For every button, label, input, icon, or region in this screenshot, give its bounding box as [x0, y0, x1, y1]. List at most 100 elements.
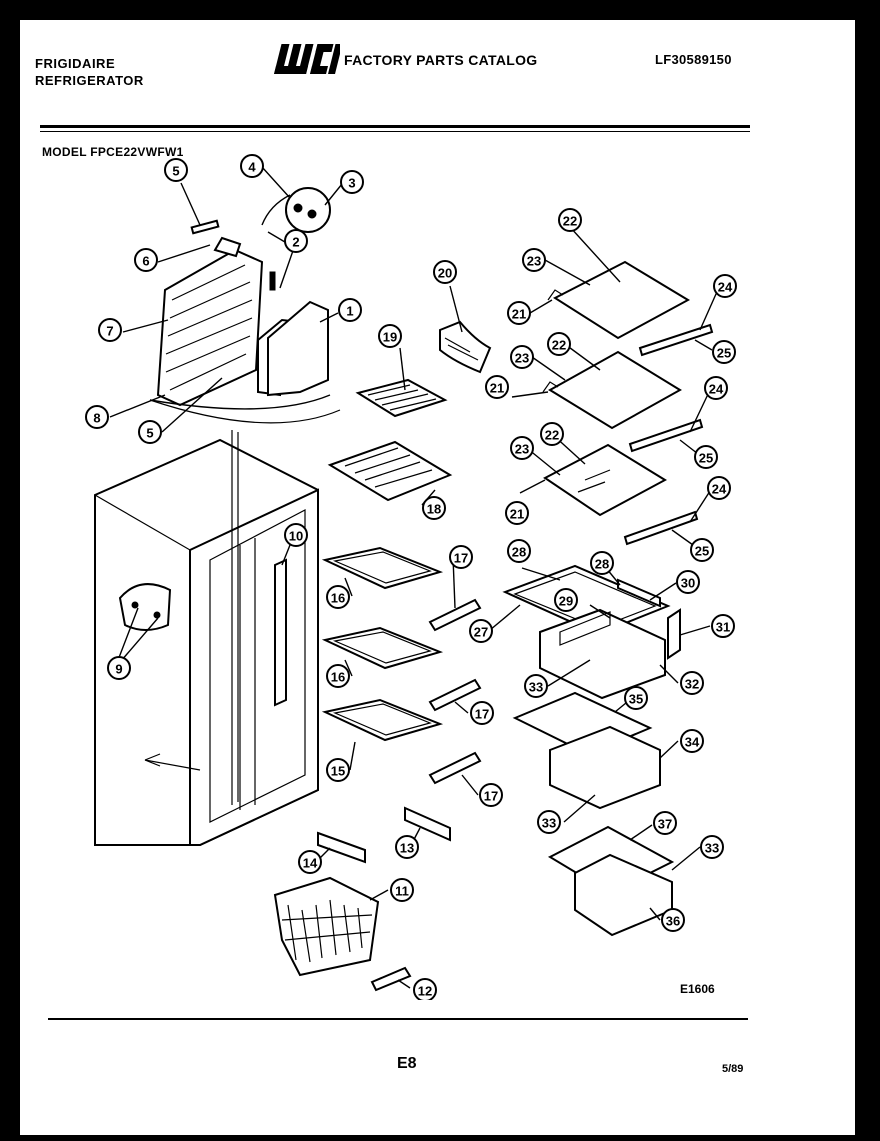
callout-label: 22	[563, 214, 577, 229]
callout-label: 31	[716, 620, 730, 635]
callout-c14: 14	[298, 850, 322, 874]
callout-c31: 31	[711, 614, 735, 638]
callout-label: 5	[146, 426, 153, 441]
callout-label: 30	[681, 576, 695, 591]
footer-rule	[48, 1018, 748, 1020]
callout-label: 23	[515, 442, 529, 457]
callout-c28a: 28	[507, 539, 531, 563]
callout-c33b: 33	[537, 810, 561, 834]
callout-c22c: 22	[540, 422, 564, 446]
callout-label: 35	[629, 692, 643, 707]
callout-label: 21	[512, 307, 526, 322]
callout-label: 28	[512, 545, 526, 560]
callout-label: 6	[142, 254, 149, 269]
callout-c21a: 21	[507, 301, 531, 325]
callout-label: 28	[595, 557, 609, 572]
callout-c15: 15	[326, 758, 350, 782]
callout-c9: 9	[107, 656, 131, 680]
callout-label: 2	[292, 235, 299, 250]
fresh-food-shelves	[542, 260, 714, 546]
callout-c18: 18	[422, 496, 446, 520]
evaporator-cover-assembly	[149, 187, 341, 424]
callout-label: 22	[552, 338, 566, 353]
freezer-parts	[273, 320, 492, 992]
callout-c33a: 33	[524, 674, 548, 698]
header-rule	[40, 125, 750, 128]
callout-label: 23	[515, 351, 529, 366]
callout-c21c: 21	[505, 501, 529, 525]
callout-c20: 20	[433, 260, 457, 284]
brand-name: FRIGIDAIRE	[35, 56, 116, 71]
callout-c25c: 25	[690, 538, 714, 562]
callout-c30: 30	[676, 570, 700, 594]
callout-label: 21	[510, 507, 524, 522]
callout-c24b: 24	[704, 376, 728, 400]
callout-label: 4	[248, 160, 256, 175]
callout-c1: 1	[338, 298, 362, 322]
callout-c5a: 5	[164, 158, 188, 182]
callout-label: 3	[348, 176, 355, 191]
callout-c27: 27	[469, 619, 493, 643]
callout-c24a: 24	[713, 274, 737, 298]
callout-label: 1	[346, 304, 353, 319]
crisper-drawers	[502, 564, 681, 937]
callout-c16b: 16	[326, 664, 350, 688]
exploded-parts-diagram: 5432617852019182223212425222321242522232…	[85, 154, 737, 1000]
wci-logo	[274, 44, 340, 74]
callout-c8: 8	[85, 405, 109, 429]
callout-label: 21	[490, 381, 504, 396]
callout-c23b: 23	[510, 345, 534, 369]
callout-c10: 10	[284, 523, 308, 547]
callout-c19: 19	[378, 324, 402, 348]
catalog-date: 5/89	[722, 1063, 744, 1075]
callout-c5b: 5	[138, 420, 162, 444]
callout-c2: 2	[284, 229, 308, 253]
callout-label: 37	[658, 817, 672, 832]
callout-c23c: 23	[510, 436, 534, 460]
callout-label: 33	[705, 841, 719, 856]
callout-c17b: 17	[470, 701, 494, 725]
callout-label: 20	[438, 266, 452, 281]
callout-label: 8	[93, 411, 100, 426]
figure-reference: E1606	[680, 982, 715, 996]
callout-label: 36	[666, 914, 680, 929]
callout-label: 22	[545, 428, 559, 443]
catalog-title: FACTORY PARTS CATALOG	[344, 52, 538, 68]
callout-c6: 6	[134, 248, 158, 272]
callout-c7: 7	[98, 318, 122, 342]
callout-label: 17	[475, 707, 489, 722]
callout-c16a: 16	[326, 585, 350, 609]
callout-c33c: 33	[700, 835, 724, 859]
catalog-number: LF30589150	[655, 52, 732, 67]
callout-label: 9	[115, 662, 122, 677]
callout-c17c: 17	[479, 783, 503, 807]
callout-label: 16	[331, 591, 345, 606]
callout-label: 33	[529, 680, 543, 695]
callout-label: 17	[454, 551, 468, 566]
callout-c11: 11	[390, 878, 414, 902]
callout-label: 19	[383, 330, 397, 345]
callout-label: 10	[289, 529, 303, 544]
leader-lines	[109, 166, 721, 989]
callout-c28b: 28	[590, 551, 614, 575]
callout-label: 18	[427, 502, 441, 517]
callout-c13: 13	[395, 835, 419, 859]
callout-c3: 3	[340, 170, 364, 194]
callout-label: 33	[542, 816, 556, 831]
callout-label: 23	[527, 254, 541, 269]
callout-c4: 4	[240, 154, 264, 178]
callout-label: 24	[709, 382, 724, 397]
callout-label: 27	[474, 625, 488, 640]
header-rule-thin	[40, 131, 750, 132]
callout-c22a: 22	[558, 208, 582, 232]
callout-label: 17	[484, 789, 498, 804]
callout-label: 7	[106, 324, 113, 339]
callout-c35: 35	[624, 686, 648, 710]
callout-c36: 36	[661, 908, 685, 932]
callout-label: 29	[559, 594, 573, 609]
refrigerator-cabinet	[94, 430, 319, 846]
page-number: E8	[397, 1055, 417, 1072]
callout-label: 25	[699, 451, 713, 466]
callout-c22b: 22	[547, 332, 571, 356]
